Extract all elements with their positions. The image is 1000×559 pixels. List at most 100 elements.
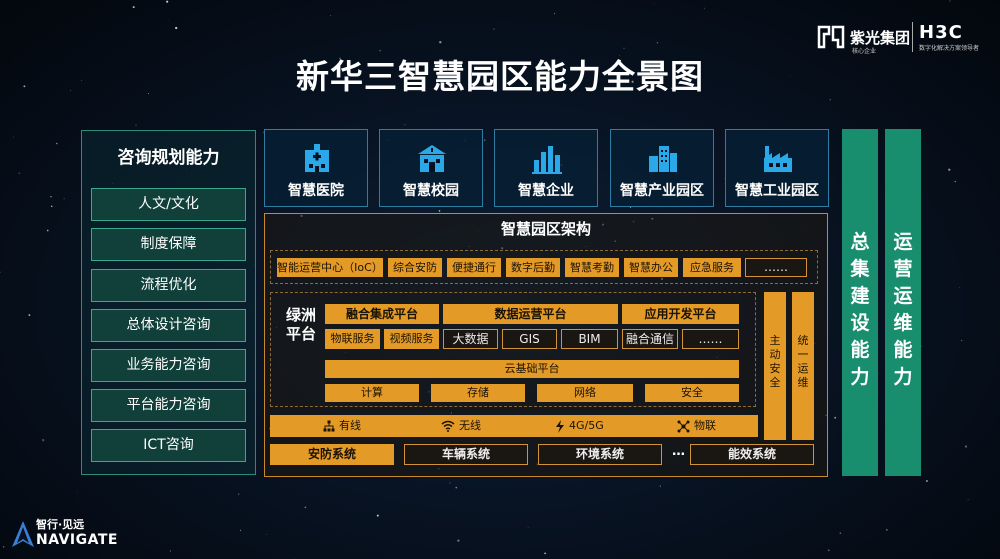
service-attendance: 智慧考勤 — [565, 258, 619, 277]
star — [834, 416, 837, 419]
school-icon — [418, 145, 446, 172]
h3c-name: H3C — [919, 22, 963, 43]
operations-capability-label: 运营运维能力 — [893, 231, 913, 388]
star — [484, 139, 486, 141]
service-ioc: 智能运营中心（IoC） — [277, 258, 383, 277]
signal-icon — [556, 419, 564, 433]
app-smart-industrial-park: 智慧工业园区 — [725, 129, 829, 207]
star — [2, 546, 5, 548]
star — [455, 486, 458, 489]
star — [654, 3, 655, 5]
star — [50, 205, 53, 208]
service-office: 智慧办公 — [624, 258, 678, 277]
service-more: …… — [745, 258, 807, 277]
industrial-park-icon — [649, 146, 677, 172]
star — [704, 7, 705, 9]
star — [493, 28, 495, 30]
network-cellular: 4G/5G — [555, 415, 604, 437]
star — [829, 99, 831, 101]
wired-network-icon — [323, 420, 335, 432]
hospital-icon — [305, 144, 329, 172]
consulting-item: 平台能力咨询 — [91, 389, 246, 422]
star — [50, 196, 52, 198]
oasis-platform-label: 绿洲平台 — [285, 306, 316, 343]
star — [949, 0, 951, 2]
star — [46, 229, 49, 232]
app-label: 智慧校园 — [403, 183, 459, 199]
capability-unified-comm: 融合通信 — [622, 329, 678, 349]
system-environment: 环境系统 — [538, 444, 662, 465]
system-vehicle: 车辆系统 — [404, 444, 528, 465]
app-label: 智慧企业 — [518, 183, 574, 199]
star — [656, 42, 659, 44]
star — [954, 180, 956, 183]
service-emergency: 应急服务 — [683, 258, 741, 277]
star — [376, 514, 379, 517]
navigate-en: NAVIGATE — [36, 532, 118, 548]
network-layer — [270, 415, 758, 437]
star — [237, 493, 240, 495]
star — [961, 339, 963, 342]
cloud-platform: 云基础平台 — [325, 360, 739, 378]
star — [239, 529, 242, 531]
wifi-icon — [441, 420, 455, 432]
capability-iot: 物联服务 — [325, 329, 380, 349]
star — [623, 47, 625, 49]
star — [439, 41, 442, 44]
network-wired-label: 有线 — [339, 419, 361, 432]
side-active-security-label: 主动安全 — [769, 334, 781, 389]
app-smart-hospital: 智慧医院 — [264, 129, 368, 207]
capability-more: …… — [682, 329, 739, 349]
side-unified-ops-label: 统一运维 — [797, 334, 809, 389]
star — [135, 124, 137, 126]
infra-compute: 计算 — [325, 384, 419, 402]
star — [12, 136, 14, 138]
app-label: 智慧医院 — [288, 183, 344, 199]
star — [304, 506, 307, 509]
star — [175, 26, 178, 30]
star — [959, 287, 960, 288]
star — [544, 552, 546, 555]
star — [76, 492, 78, 493]
capability-gis: GIS — [502, 329, 557, 349]
platform-integration: 融合集成平台 — [325, 304, 439, 324]
capability-video: 视频服务 — [384, 329, 439, 349]
consulting-item: 总体设计咨询 — [91, 309, 246, 342]
star — [886, 529, 888, 531]
network-wireless-label: 无线 — [459, 419, 481, 432]
system-energy: 能效系统 — [690, 444, 814, 465]
construction-capability-column: 总集建设能力 — [842, 129, 878, 476]
consulting-item: ICT咨询 — [91, 429, 246, 462]
star — [42, 439, 45, 442]
oasis-platform-layer — [270, 292, 756, 407]
consulting-item: 人文/文化 — [91, 188, 246, 221]
consulting-item: 流程优化 — [91, 269, 246, 302]
app-smart-campus: 智慧校园 — [379, 129, 483, 207]
platform-app-dev: 应用开发平台 — [622, 304, 739, 324]
star — [63, 198, 65, 200]
star — [166, 0, 169, 3]
h3c-logo: H3C 数字化解决方案领导者 — [912, 22, 979, 52]
network-cellular-label: 4G/5G — [569, 419, 604, 432]
star — [925, 480, 928, 482]
infra-network: 网络 — [537, 384, 633, 402]
consulting-item: 业务能力咨询 — [91, 349, 246, 382]
consulting-item: 制度保障 — [91, 228, 246, 261]
unis-logo: 紫光集团 核心企业 — [816, 22, 911, 55]
consulting-title: 咨询规划能力 — [117, 148, 220, 168]
star — [438, 210, 441, 212]
star — [967, 498, 969, 500]
consulting-panel: 咨询规划能力 人文/文化 制度保障 流程优化 总体设计咨询 业务能力咨询 平台能… — [81, 130, 256, 475]
services-layer — [270, 250, 818, 284]
network-wired: 有线 — [323, 415, 361, 437]
infra-security: 安全 — [645, 384, 739, 402]
star — [404, 124, 406, 126]
star — [839, 532, 841, 534]
unis-name: 紫光集团 — [850, 28, 911, 47]
app-label: 智慧产业园区 — [620, 183, 704, 199]
app-smart-industry-park: 智慧产业园区 — [610, 129, 714, 207]
iot-icon — [677, 420, 690, 432]
unis-logo-icon — [817, 25, 845, 49]
h3c-subtitle: 数字化解决方案领导者 — [919, 45, 980, 52]
navigate-logo-icon — [12, 521, 34, 547]
